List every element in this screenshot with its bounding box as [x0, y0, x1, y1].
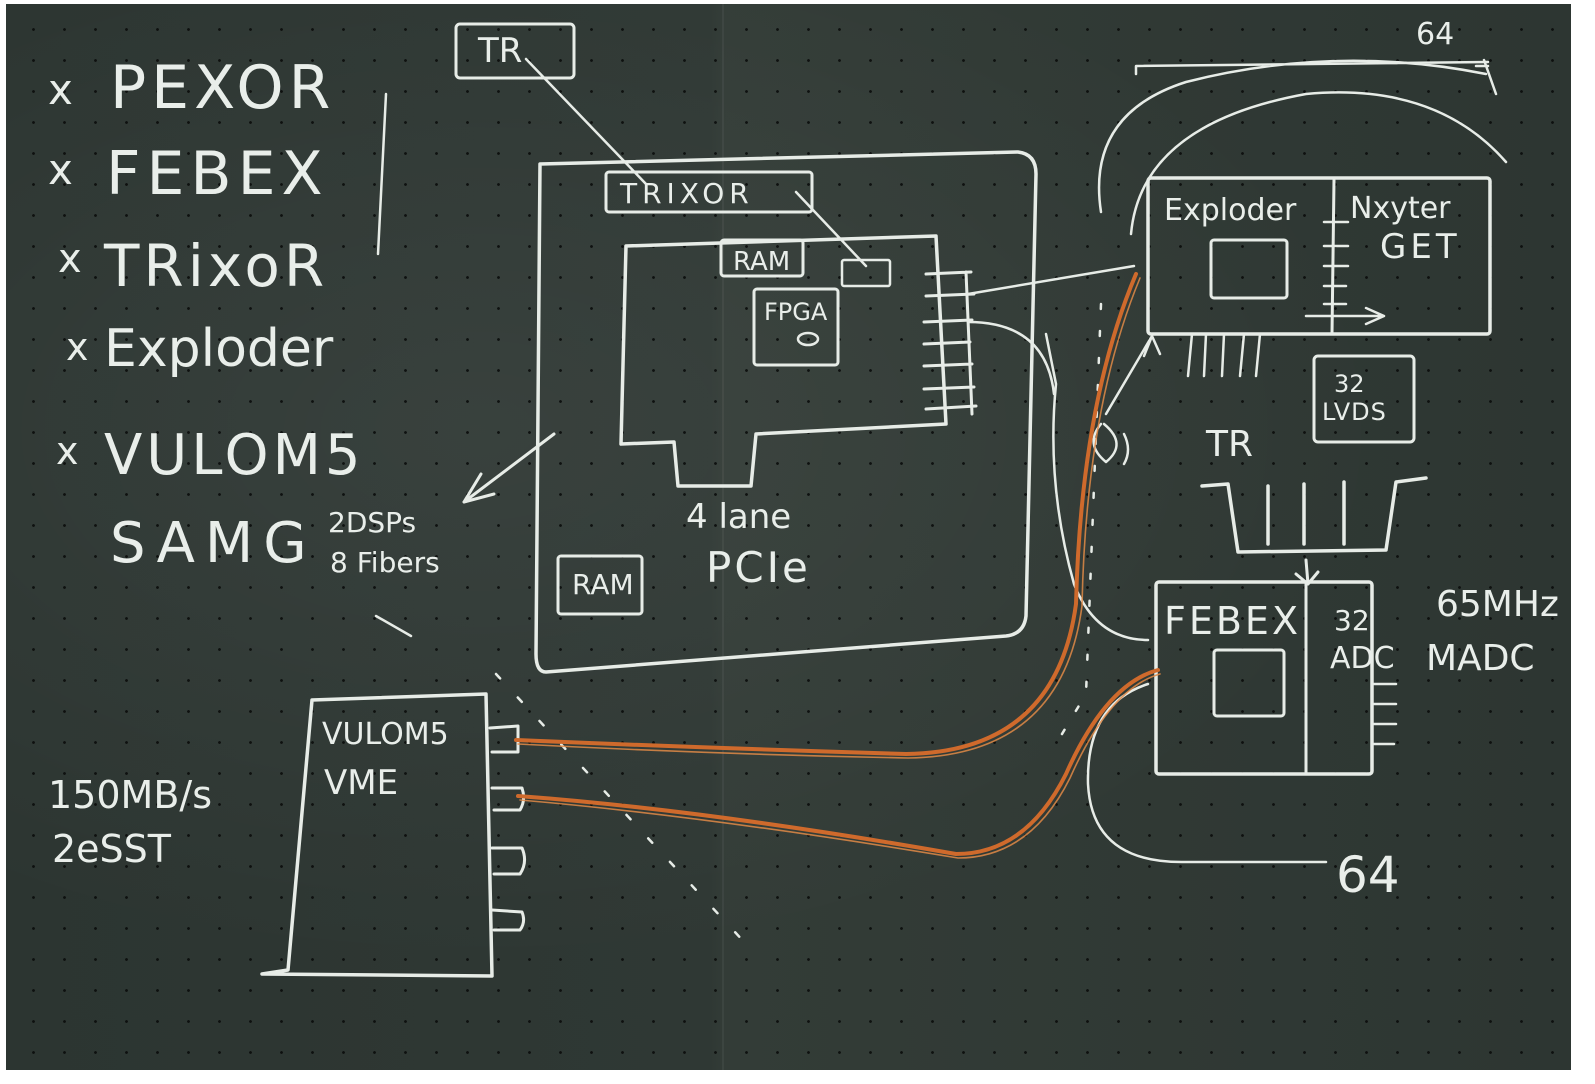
trixor-arrow: [796, 192, 866, 266]
exploder-chip: [1211, 240, 1287, 298]
pexor-board: TR TRIXOR RAM FPGA RAM 4 lane PCIe: [456, 24, 1036, 672]
check-mark: x: [66, 325, 89, 369]
ram-bottom-label: RAM: [572, 568, 634, 601]
febex-connectors: [1374, 684, 1396, 744]
febex-madc: MADC: [1426, 638, 1535, 679]
adc-label: ADC: [1330, 641, 1395, 676]
fpga-label: FPGA: [764, 298, 828, 326]
count-bottom: 64: [1336, 846, 1400, 904]
exploder-tr-label: TR: [1205, 424, 1253, 465]
checklist-item-febex: FEBEX: [106, 139, 329, 209]
lvds-count: 32: [1334, 370, 1365, 398]
checklist-item-vulom5: VULOM5: [104, 423, 365, 488]
exploder-divider: [1332, 180, 1334, 334]
divider-stroke: [378, 94, 386, 254]
lvds-label: LVDS: [1322, 398, 1387, 426]
checklist-item-pexor: PEXOR: [110, 53, 335, 123]
orange-cable-2: [518, 670, 1158, 854]
vulom-rate: 150MB/s: [48, 773, 212, 817]
check-mark: x: [48, 145, 73, 194]
dashed-line: [496, 674, 746, 944]
chalkboard: x PEXOR x FEBEX x TRixoR x Exploder x VU…: [6, 4, 1571, 1070]
vulom5: VULOM5 VME 150MB/s 2eSST: [48, 694, 525, 976]
checklist: x PEXOR x FEBEX x TRixoR x Exploder x VU…: [48, 53, 440, 636]
trixor-label: TRIXOR: [619, 177, 754, 210]
orange-cable-2-strand: [520, 674, 1160, 858]
count-top: 64: [1416, 17, 1454, 52]
ram-top-label: RAM: [733, 247, 790, 277]
checklist-item-trixor: TRixoR: [103, 232, 328, 300]
trixor-connector: [842, 260, 890, 286]
check-mark: x: [58, 236, 82, 282]
pcie-label: PCIe: [706, 543, 811, 592]
adc-count: 32: [1334, 604, 1370, 637]
check-mark: x: [56, 429, 79, 473]
tr-box-label: TR: [477, 31, 522, 71]
arrow-tip: [1476, 60, 1496, 94]
fiber-line: [968, 322, 1054, 394]
vulom-mode: 2eSST: [52, 827, 172, 871]
exploder-arrow: [1306, 308, 1384, 324]
febex-title: FEBEX: [1164, 599, 1301, 643]
orange-cable-1: [516, 274, 1136, 754]
samg-label: SAMG: [110, 511, 317, 576]
fpga-dot: [798, 333, 818, 345]
vulom-label: VULOM5: [322, 717, 449, 752]
lemo-arrow: [1106, 336, 1160, 414]
vulom-ports: [490, 726, 525, 930]
get-label: GET: [1380, 227, 1461, 267]
exploder-connectors: [1324, 222, 1348, 304]
tr-distribution: [1202, 478, 1426, 552]
samg-note-2: 8 Fibers: [330, 546, 440, 579]
febex-freq: 65MHz: [1436, 584, 1559, 625]
checklist-item-exploder: Exploder: [104, 319, 334, 379]
lanes-label: 4 lane: [686, 497, 791, 537]
cable-loop: [1046, 334, 1148, 640]
check-mark: x: [48, 65, 73, 114]
chalk-drawing: x PEXOR x FEBEX x TRixoR x Exploder x VU…: [6, 4, 1571, 1070]
exploder: 64 Exploder Nxyter GET TR 32 LVDS: [1094, 17, 1506, 584]
febex: FEBEX 32 ADC 65MHz MADC 64: [1046, 334, 1559, 904]
tr-lines: [1188, 334, 1260, 376]
exploder-title: Exploder: [1164, 193, 1297, 228]
stroke: [376, 616, 411, 636]
nxyter-label: Nxyter: [1350, 191, 1451, 226]
samg-note-1: 2DSPs: [328, 506, 416, 539]
samg-arrow: [464, 434, 554, 502]
cable-64-top: [1099, 61, 1488, 212]
vme-label: VME: [324, 763, 398, 803]
febex-chip: [1214, 650, 1284, 716]
lemo-connector: [1094, 424, 1128, 464]
fiber-line: [968, 266, 1134, 294]
